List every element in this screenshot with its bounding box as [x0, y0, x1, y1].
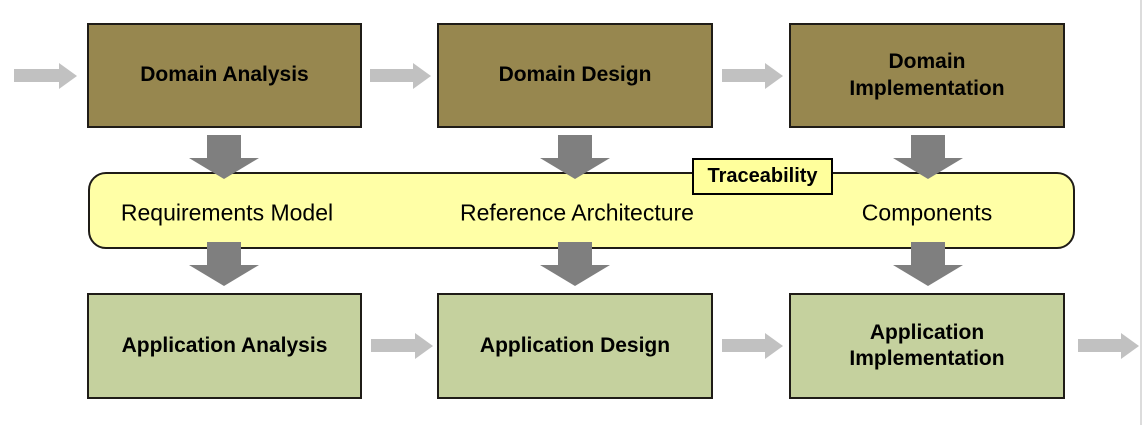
down-arrow-icon [540, 135, 610, 179]
arrow-head [415, 333, 433, 359]
reference-architecture-label: Reference Architecture [460, 199, 694, 226]
down-arrow-icon [893, 135, 963, 179]
arrow-shaft [722, 339, 766, 352]
application-analysis-box: Application Analysis [87, 293, 362, 399]
arrow-head [765, 333, 783, 359]
application-analysis-label: Application Analysis [121, 333, 328, 357]
down-arrow-icon [893, 242, 963, 286]
arrow-shaft [207, 242, 241, 265]
domain-design-box: Domain Design [437, 23, 713, 128]
application-design-label: Application Design [479, 333, 671, 357]
domain-implementation-box: Domain Implementation [789, 23, 1065, 128]
arrow-head [540, 158, 610, 179]
arrow-head [540, 265, 610, 286]
arrow-shaft [558, 242, 592, 265]
page-edge-line [1140, 0, 1142, 425]
arrow-head [765, 63, 783, 89]
requirements-model-label: Requirements Model [120, 199, 334, 226]
arrow-shaft [722, 69, 766, 82]
down-arrow-icon [189, 242, 259, 286]
domain-analysis-box: Domain Analysis [87, 23, 362, 128]
arrow-head [893, 158, 963, 179]
arrow-shaft [558, 135, 592, 158]
arrow-shaft [371, 339, 416, 352]
arrow-shaft [911, 135, 945, 158]
components-label: Components [861, 199, 993, 226]
arrow-head [189, 158, 259, 179]
domain-design-label: Domain Design [498, 63, 652, 87]
down-arrow-icon [189, 135, 259, 179]
domain-implementation-label: Domain Implementation [849, 50, 1005, 100]
arrow-head [893, 265, 963, 286]
arrow-head [413, 63, 431, 89]
domain-analysis-label: Domain Analysis [140, 63, 309, 87]
right-arrow-icon-domain-design-to-implementation [722, 63, 783, 89]
arrow-shaft [207, 135, 241, 158]
arrow-shaft [1078, 339, 1122, 352]
traceability-tag: Traceability [692, 158, 833, 195]
arrow-head [189, 265, 259, 286]
right-arrow-icon-application-analysis-to-design [371, 333, 433, 359]
right-arrow-icon-into-domain-analysis [14, 63, 77, 89]
application-implementation-box: Application Implementation [789, 293, 1065, 399]
arrow-head [59, 63, 77, 89]
application-design-box: Application Design [437, 293, 713, 399]
arrow-head [1121, 333, 1139, 359]
arrow-shaft [911, 242, 945, 265]
down-arrow-icon [540, 242, 610, 286]
application-implementation-label: Application Implementation [849, 320, 1005, 370]
arrow-shaft [370, 69, 414, 82]
right-arrow-icon-domain-analysis-to-design [370, 63, 431, 89]
right-arrow-icon-application-design-to-implementation [722, 333, 783, 359]
right-arrow-icon-out-of-application-implementation [1078, 333, 1139, 359]
arrow-shaft [14, 69, 60, 82]
